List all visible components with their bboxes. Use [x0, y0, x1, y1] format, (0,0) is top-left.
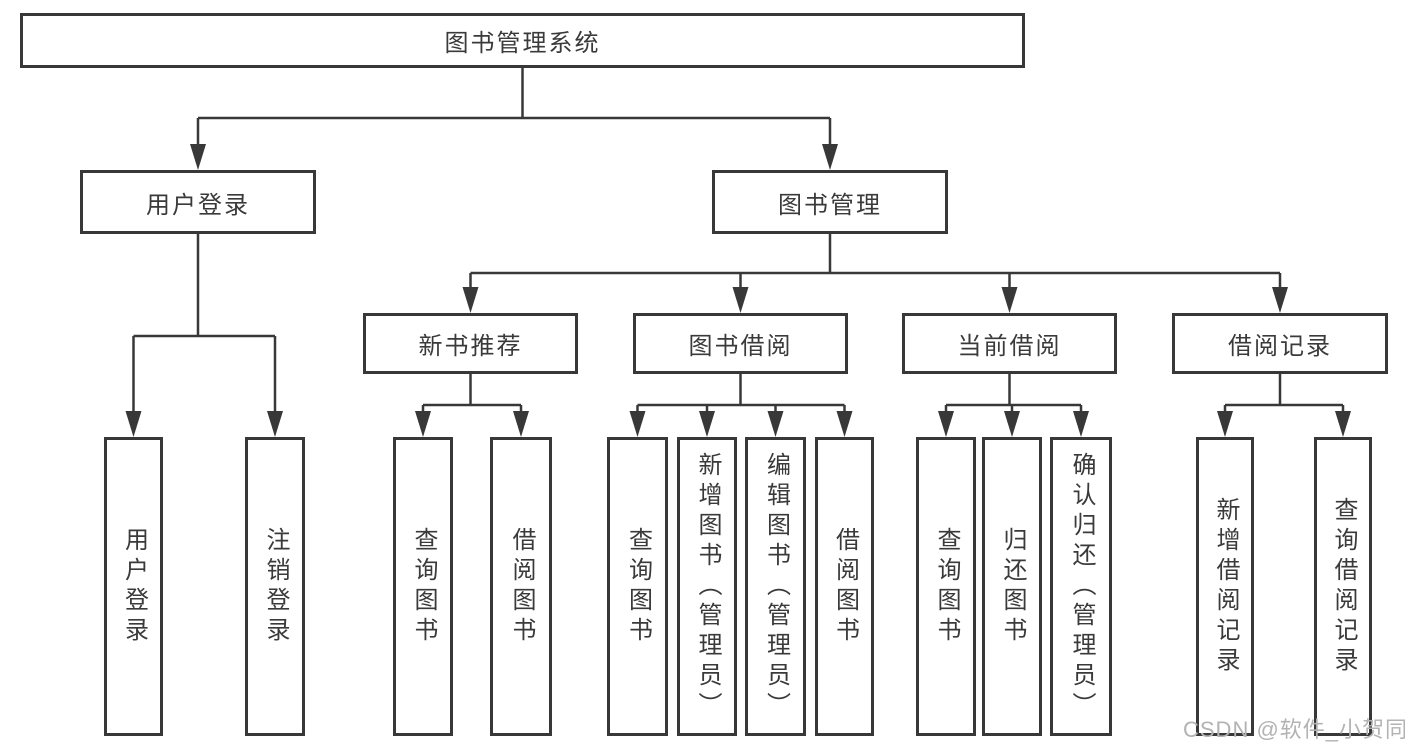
leaf-borrow-books: 借阅图书: [815, 437, 874, 736]
leaf-label: 新增图书（管理员）: [694, 451, 721, 722]
leaf-label: 编辑图书（管理员）: [762, 451, 790, 722]
leaf-label: 查询图书: [410, 526, 437, 647]
leaf-label: 用户登录: [120, 526, 148, 647]
connector-new-book-children: [415, 374, 529, 437]
node-user-login: 用户登录: [80, 170, 316, 234]
connector-book-management-children: [462, 234, 1288, 313]
leaf-label: 查询图书: [933, 526, 960, 647]
leaf-confirm-return-admin: 确认归还（管理员）: [1050, 437, 1112, 736]
node-library-management-system: 图书管理系统: [20, 13, 1025, 68]
leaf-add-books-admin: 新增图书（管理员）: [677, 437, 737, 736]
node-label: 借阅记录: [1228, 333, 1332, 360]
connector-current-borrow-children: [938, 374, 1089, 437]
connector-root-to-level2: [190, 68, 838, 170]
node-borrow-records: 借阅记录: [1172, 313, 1388, 374]
leaf-query-books-recommend: 查询图书: [393, 437, 453, 736]
node-current-borrow: 当前借阅: [902, 313, 1117, 374]
leaf-label: 查询借阅记录: [1330, 496, 1357, 677]
leaf-label: 新增借阅记录: [1212, 496, 1239, 677]
leaf-label: 注销登录: [262, 526, 289, 647]
leaf-user-login: 用户登录: [104, 437, 163, 736]
csdn-watermark: CSDN @软件_小贺同学: [1183, 717, 1405, 742]
leaf-borrow-books-recommend: 借阅图书: [490, 437, 552, 736]
node-label: 新书推荐: [418, 333, 523, 360]
node-book-borrow: 图书借阅: [633, 313, 848, 374]
leaf-query-borrow-record: 查询借阅记录: [1314, 437, 1372, 736]
leaf-logout: 注销登录: [245, 437, 305, 736]
leaf-label: 归还图书: [999, 526, 1026, 647]
connector-borrow-records-children: [1217, 374, 1351, 437]
node-label: 当前借阅: [957, 333, 1062, 360]
node-label: 图书管理: [778, 191, 882, 219]
node-new-book-recommend: 新书推荐: [363, 313, 578, 374]
connector-book-borrow-children: [629, 374, 853, 437]
leaf-label: 查询图书: [624, 526, 652, 647]
node-label: 图书管理系统: [444, 30, 601, 57]
leaf-label: 确认归还（管理员）: [1068, 451, 1095, 722]
connector-user-login-children: [125, 234, 283, 437]
node-label: 图书借阅: [688, 333, 793, 360]
leaf-label: 借阅图书: [831, 526, 859, 647]
leaf-query-books-current: 查询图书: [916, 437, 976, 736]
node-label: 用户登录: [146, 191, 250, 219]
leaf-return-books: 归还图书: [982, 437, 1042, 736]
node-book-management: 图书管理: [712, 170, 948, 234]
leaf-edit-books-admin: 编辑图书（管理员）: [745, 437, 806, 736]
leaf-query-books-borrow: 查询图书: [607, 437, 668, 736]
leaf-add-borrow-record: 新增借阅记录: [1196, 437, 1254, 736]
leaf-label: 借阅图书: [508, 526, 535, 647]
